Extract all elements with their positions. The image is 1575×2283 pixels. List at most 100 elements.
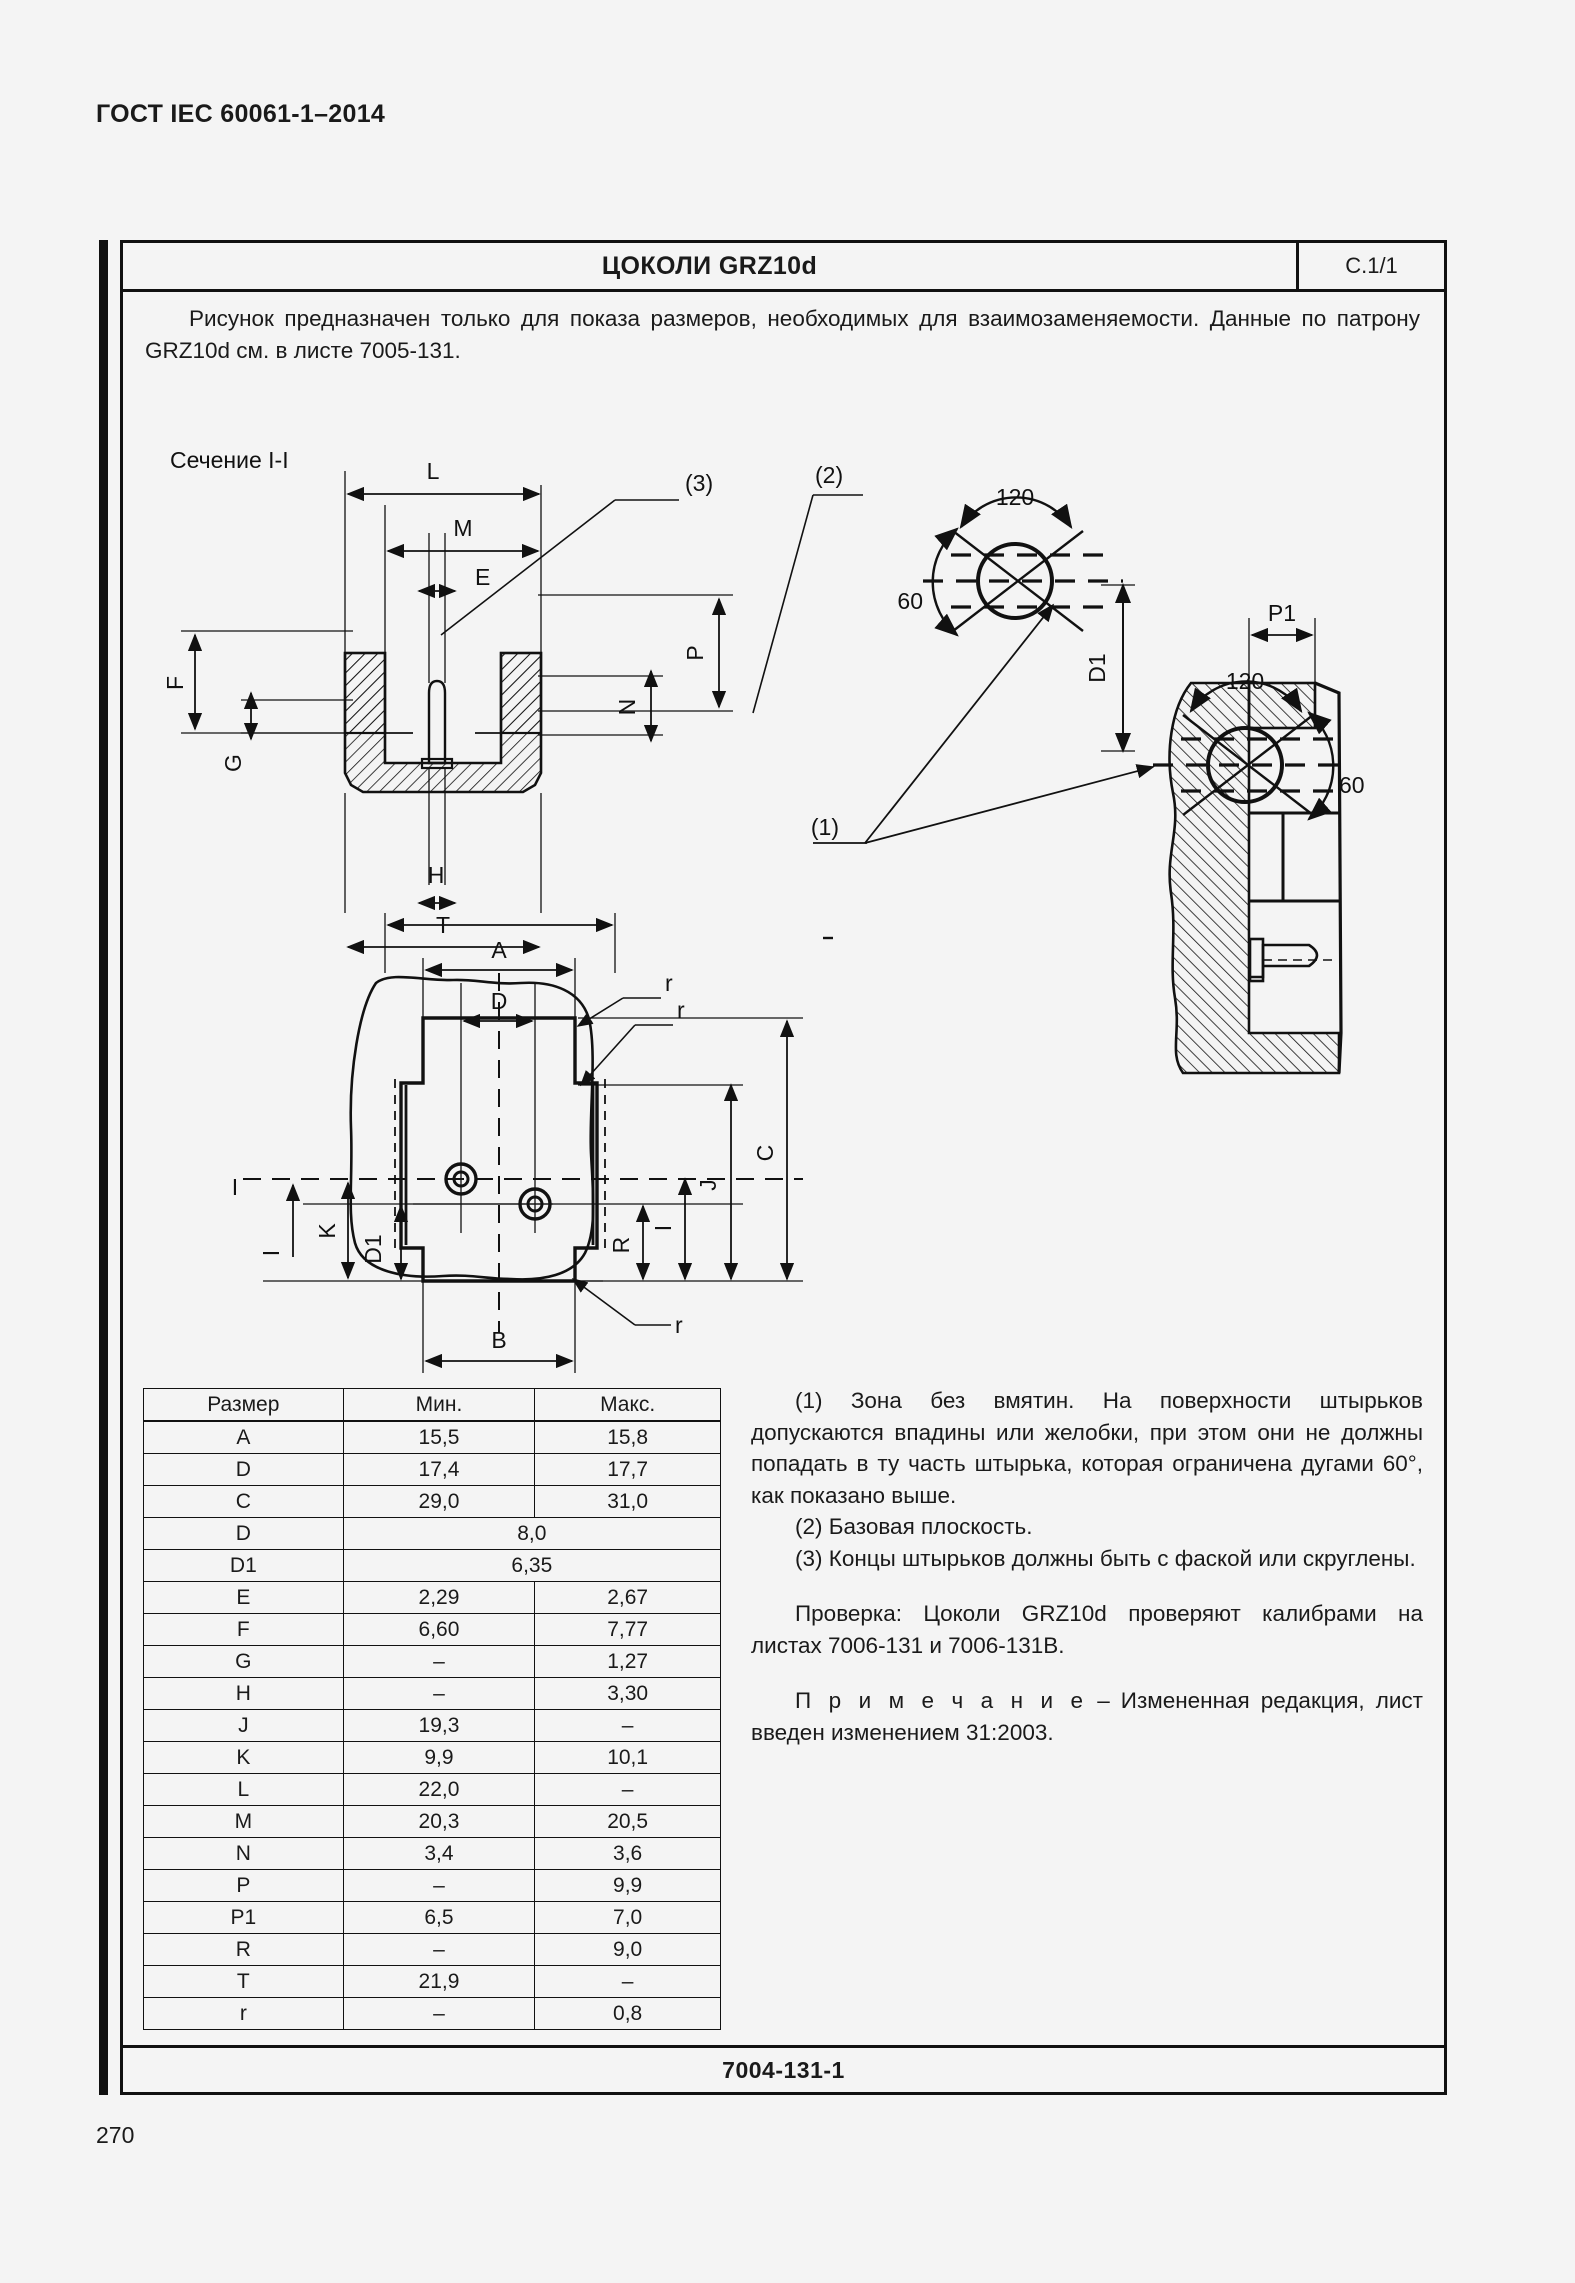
cell-max: 15,8: [534, 1420, 721, 1454]
note-2: (2) Базовая плоскость.: [795, 1514, 1033, 1539]
svg-text:I: I: [258, 1250, 284, 1256]
cell-size: F: [143, 1613, 344, 1646]
sheet-title: ЦОКОЛИ GRZ10d: [601, 251, 818, 280]
cell-size: P1: [143, 1901, 344, 1934]
table-row: H–3,30: [143, 1677, 721, 1710]
cell-size: N: [143, 1837, 344, 1870]
cell-max: –: [534, 1709, 721, 1742]
svg-text:(1): (1): [811, 814, 839, 840]
note-check: Проверка: Цоколи GRZ10d проверяют калибр…: [751, 1601, 1423, 1658]
cell-size: A: [143, 1420, 344, 1454]
svg-text:60: 60: [1339, 772, 1365, 798]
cell-value-span: 6,35: [342, 1549, 722, 1582]
note-remark: П р и м е ч а н и е – Измененная редакци…: [751, 1685, 1423, 1748]
cell-max: 1,27: [534, 1645, 721, 1678]
svg-text:K: K: [314, 1223, 340, 1239]
cell-size: R: [143, 1933, 344, 1966]
cell-size: C: [143, 1485, 344, 1518]
cell-max: 7,0: [534, 1901, 721, 1934]
cell-min: 2,29: [342, 1581, 536, 1614]
cell-min: 20,3: [342, 1805, 536, 1838]
table-header-row: Размер Мин. Макс.: [143, 1388, 721, 1422]
cell-size: H: [143, 1677, 344, 1710]
svg-text:C: C: [752, 1145, 778, 1162]
cell-max: 9,0: [534, 1933, 721, 1966]
svg-text:P1: P1: [1268, 600, 1296, 626]
notes-column: (1) Зона без вмятин. На поверхности штыр…: [751, 1385, 1423, 1748]
svg-text:120: 120: [996, 484, 1034, 510]
svg-text:A: A: [491, 937, 507, 963]
svg-text:(2): (2): [815, 462, 843, 488]
cell-size: D: [143, 1453, 344, 1486]
svg-text:r: r: [665, 970, 673, 996]
cell-max: 3,30: [534, 1677, 721, 1710]
column-header-min: Мин.: [342, 1388, 536, 1422]
cell-min: –: [342, 1645, 536, 1678]
note-1: (1) Зона без вмятин. На поверхности штыр…: [751, 1388, 1423, 1508]
column-header-max: Макс.: [534, 1388, 721, 1422]
svg-text:F: F: [162, 676, 188, 690]
page-number: 270: [96, 2122, 135, 2148]
cell-min: –: [342, 1997, 536, 2030]
cell-min: 21,9: [342, 1965, 536, 1998]
svg-text:L: L: [427, 458, 440, 484]
cell-size: D1: [143, 1549, 344, 1582]
cell-max: 3,6: [534, 1837, 721, 1870]
note-3: (3) Концы штырьков должны быть с фаской …: [795, 1545, 1416, 1571]
cell-size: E: [143, 1581, 344, 1614]
svg-text:D: D: [491, 988, 508, 1014]
svg-text:D1: D1: [360, 1234, 386, 1263]
cell-min: –: [342, 1869, 536, 1902]
cell-max: –: [534, 1965, 721, 1998]
cell-min: 6,5: [342, 1901, 536, 1934]
remark-body: – Измененная редакция, лист введен измен…: [751, 1688, 1423, 1745]
cell-min: 17,4: [342, 1453, 536, 1486]
cell-size: M: [143, 1805, 344, 1838]
cell-min: 9,9: [342, 1741, 536, 1774]
cell-min: 22,0: [342, 1773, 536, 1806]
table-row: r–0,8: [143, 1997, 721, 2030]
column-header-size: Размер: [143, 1388, 344, 1422]
sheet-title-row: ЦОКОЛИ GRZ10d С.1/1: [123, 243, 1444, 292]
svg-text:(3): (3): [685, 470, 713, 496]
cell-min: 29,0: [342, 1485, 536, 1518]
intro-line-1: Рисунок предназначен только для показа р…: [189, 306, 1200, 331]
svg-text:I: I: [650, 1225, 676, 1231]
cell-value-span: 8,0: [342, 1517, 722, 1550]
remark-label: П р и м е ч а н и е: [795, 1688, 1087, 1713]
svg-text:N: N: [614, 699, 640, 716]
svg-text:P: P: [682, 645, 708, 660]
svg-text:M: M: [453, 515, 472, 541]
cell-max: 17,7: [534, 1453, 721, 1486]
intro-line-2: Данные по патрону GRZ10d см. в листе 700…: [145, 306, 1420, 363]
cell-max: 9,9: [534, 1869, 721, 1902]
cell-min: 19,3: [342, 1709, 536, 1742]
cell-max: 0,8: [534, 1997, 721, 2030]
intro-paragraph: Рисунок предназначен только для показа р…: [145, 303, 1420, 367]
cell-size: G: [143, 1645, 344, 1678]
svg-text:I: I: [232, 1174, 238, 1200]
svg-text:D1: D1: [1084, 653, 1110, 682]
cell-size: K: [143, 1741, 344, 1774]
cell-min: 3,4: [342, 1837, 536, 1870]
cell-min: –: [342, 1933, 536, 1966]
cell-size: T: [143, 1965, 344, 1998]
standard-header: ГОСТ IEC 60061-1–2014: [96, 100, 386, 128]
cell-max: 2,67: [534, 1581, 721, 1614]
table-row: G–1,27: [143, 1645, 721, 1678]
sheet-frame: ЦОКОЛИ GRZ10d С.1/1 Рисунок предназначен…: [120, 240, 1447, 2095]
svg-text:G: G: [220, 754, 246, 772]
technical-drawing-area: Сечение I-I L M E H T: [123, 373, 1450, 1453]
